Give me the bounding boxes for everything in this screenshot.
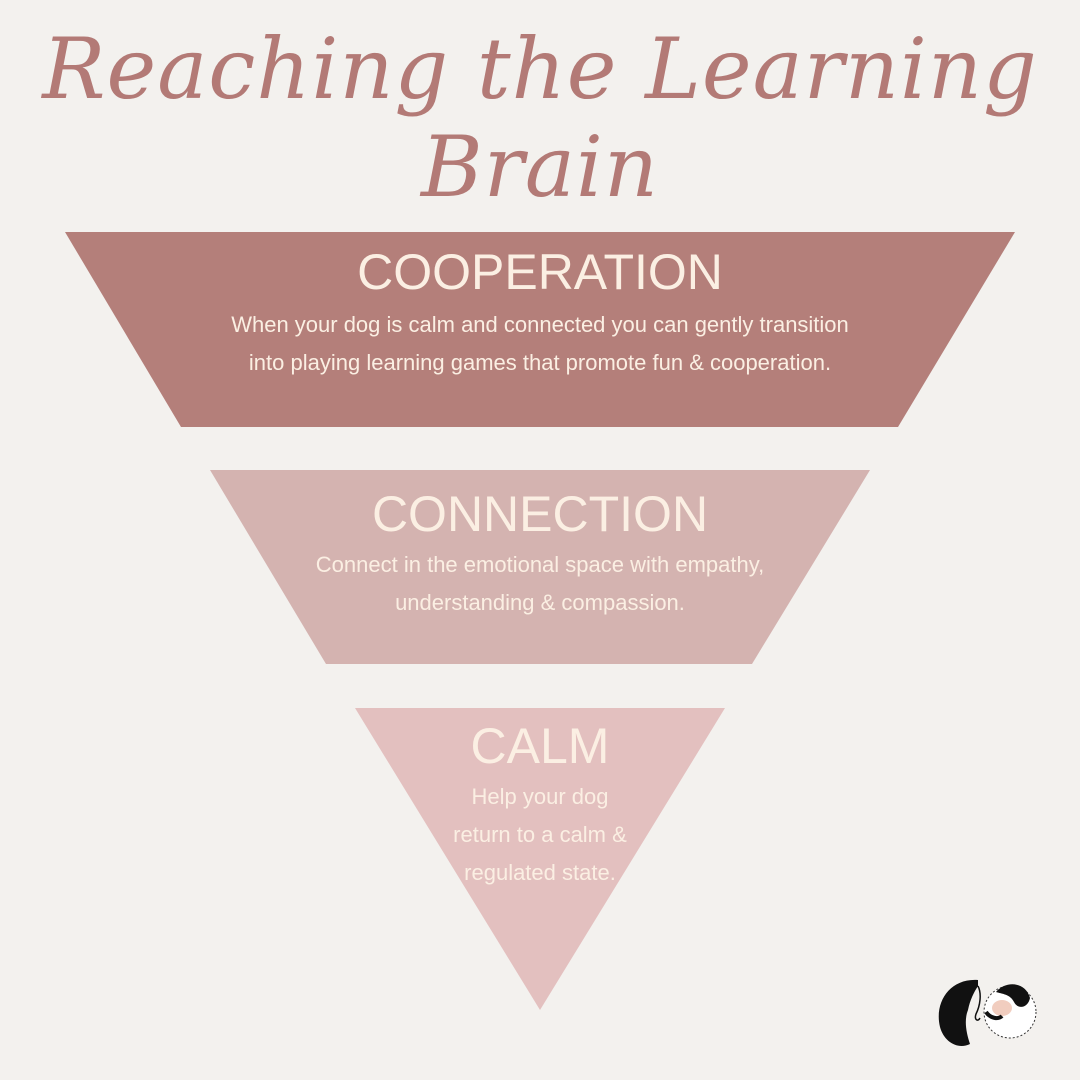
calm-level: CALM Help your dog return to a calm & re… — [430, 718, 650, 892]
calm-text: Help your dog return to a calm & regulat… — [453, 784, 627, 885]
connection-heading: CONNECTION — [371, 486, 709, 542]
calm-heading: CALM — [470, 718, 610, 774]
cooperation-level: COOPERATION When your dog is calm and co… — [200, 244, 880, 382]
connection-text: Connect in the emotional space with empa… — [315, 552, 765, 615]
cooperation-band — [65, 232, 1015, 427]
woman-and-dog-logo-icon — [938, 979, 1037, 1047]
cooperation-text: When your dog is calm and connected you … — [231, 312, 849, 375]
cooperation-heading: COOPERATION — [357, 244, 723, 300]
connection-level: CONNECTION Connect in the emotional spac… — [300, 486, 780, 622]
connection-band — [210, 470, 870, 664]
calm-triangle — [355, 708, 725, 1010]
page-title: Reaching the Learning Brain — [42, 20, 1038, 216]
